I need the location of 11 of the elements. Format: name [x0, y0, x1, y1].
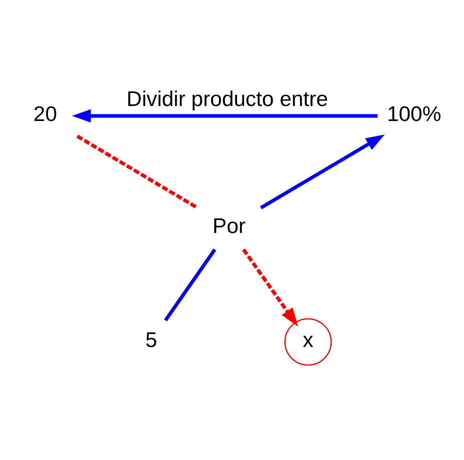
- node-text: 20: [33, 103, 58, 126]
- arrow: [72, 109, 378, 123]
- node-text: 5: [145, 329, 158, 352]
- node-circle: x: [284, 318, 332, 366]
- connector: [76, 134, 198, 210]
- node-text: 100%: [386, 103, 442, 126]
- arrow: [260, 134, 385, 210]
- node-text: Por: [212, 215, 246, 238]
- edge-label: Dividir producto entre: [126, 88, 328, 111]
- arrow: [242, 248, 298, 327]
- connector: [164, 248, 216, 322]
